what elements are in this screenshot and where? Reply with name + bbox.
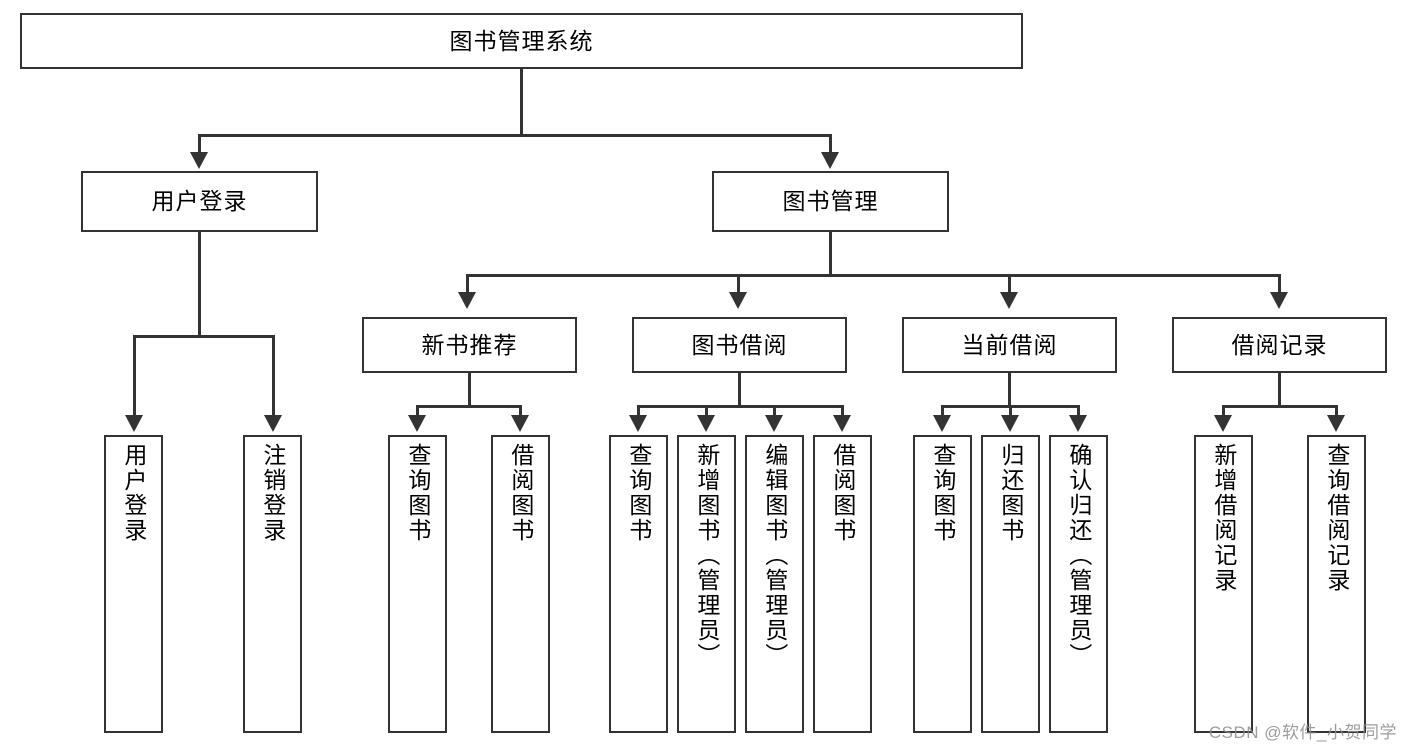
arrowhead-leaf-add-record [1214, 415, 1232, 432]
node-leaf-query-book-3-label: 查询图书 [929, 443, 956, 543]
node-book-borrow-label: 图书借阅 [691, 331, 788, 358]
node-leaf-query-record[interactable]: 查询借阅记录 [1307, 435, 1366, 733]
node-leaf-logout-login-label: 注销登录 [259, 443, 286, 543]
node-leaf-return-book-label: 归还图书 [997, 443, 1024, 543]
node-new-book-recommend[interactable]: 新书推荐 [362, 317, 577, 373]
connector-nbr-drop-1 [416, 405, 419, 417]
connector-br-drop-2 [1335, 405, 1338, 417]
node-current-borrow[interactable]: 当前借阅 [902, 317, 1117, 373]
connector-bm-drop-new-book [466, 274, 469, 294]
node-leaf-edit-book-label: 编辑图书（管理员） [761, 443, 788, 668]
connector-cb-drop-3 [1077, 405, 1080, 417]
node-borrow-record-label: 借阅记录 [1231, 331, 1328, 358]
connector-user-login-drop-1 [133, 335, 136, 417]
node-root-label: 图书管理系统 [449, 27, 594, 54]
connector-br-bus [1222, 405, 1337, 408]
connector-br-stem [1278, 373, 1281, 407]
connector-br-drop-1 [1222, 405, 1225, 417]
connector-root-drop-user-login [198, 134, 201, 154]
node-leaf-borrow-book-1-label: 借阅图书 [507, 443, 534, 543]
arrowhead-leaf-query-record [1327, 415, 1345, 432]
node-leaf-borrow-book-2-label: 借阅图书 [829, 443, 856, 543]
arrowhead-leaf-borrow-book-1 [511, 415, 529, 432]
node-leaf-query-record-label: 查询借阅记录 [1323, 443, 1350, 593]
connector-bb-drop-4 [841, 405, 844, 417]
arrowhead-borrow-record [1270, 292, 1288, 309]
arrowhead-leaf-user-login [125, 415, 143, 432]
node-leaf-confirm-return[interactable]: 确认归还（管理员） [1049, 435, 1108, 733]
node-user-login-label: 用户登录 [151, 188, 248, 215]
node-leaf-add-book-label: 新增图书（管理员） [693, 443, 720, 668]
node-root[interactable]: 图书管理系统 [20, 13, 1023, 69]
connector-book-manage-stem [829, 232, 832, 276]
connector-user-login-stem [198, 232, 201, 337]
node-leaf-user-login-label: 用户登录 [120, 443, 147, 543]
connector-root-bus [198, 134, 832, 137]
arrowhead-leaf-edit-book [765, 415, 783, 432]
connector-root-drop-book-manage [829, 134, 832, 154]
node-leaf-add-book[interactable]: 新增图书（管理员） [677, 435, 736, 733]
node-leaf-query-book-2[interactable]: 查询图书 [609, 435, 668, 733]
node-leaf-query-book-1-label: 查询图书 [404, 443, 431, 543]
arrowhead-leaf-add-book [697, 415, 715, 432]
arrowhead-leaf-borrow-book-2 [833, 415, 851, 432]
node-leaf-borrow-book-1[interactable]: 借阅图书 [491, 435, 550, 733]
arrowhead-user-login [190, 152, 208, 169]
node-leaf-confirm-return-label: 确认归还（管理员） [1065, 443, 1092, 668]
arrowhead-new-book-recommend [458, 292, 476, 309]
connector-user-login-drop-2 [272, 335, 275, 417]
arrowhead-leaf-logout-login [264, 415, 282, 432]
node-leaf-return-book[interactable]: 归还图书 [981, 435, 1040, 733]
node-leaf-logout-login[interactable]: 注销登录 [243, 435, 302, 733]
node-leaf-query-book-3[interactable]: 查询图书 [913, 435, 972, 733]
node-user-login[interactable]: 用户登录 [81, 171, 318, 232]
node-leaf-query-book-2-label: 查询图书 [625, 443, 652, 543]
node-current-borrow-label: 当前借阅 [961, 331, 1058, 358]
node-new-book-recommend-label: 新书推荐 [421, 331, 518, 358]
connector-bb-drop-2 [705, 405, 708, 417]
connector-nbr-drop-2 [519, 405, 522, 417]
connector-cb-drop-2 [1009, 405, 1012, 417]
connector-book-manage-bus [466, 274, 1281, 277]
connector-nbr-stem [468, 373, 471, 407]
connector-root-stem [520, 69, 523, 136]
node-book-manage[interactable]: 图书管理 [712, 171, 949, 232]
arrowhead-book-borrow [729, 292, 747, 309]
connector-bm-drop-current-borrow [1008, 274, 1011, 294]
node-leaf-edit-book[interactable]: 编辑图书（管理员） [745, 435, 804, 733]
node-book-borrow[interactable]: 图书借阅 [632, 317, 847, 373]
node-leaf-user-login[interactable]: 用户登录 [104, 435, 163, 733]
connector-bm-drop-book-borrow [737, 274, 740, 294]
connector-bb-drop-1 [637, 405, 640, 417]
node-leaf-add-record[interactable]: 新增借阅记录 [1194, 435, 1253, 733]
connector-cb-stem [1008, 373, 1011, 407]
connector-user-login-bus [133, 335, 275, 338]
node-borrow-record[interactable]: 借阅记录 [1172, 317, 1387, 373]
arrowhead-leaf-query-book-3 [933, 415, 951, 432]
arrowhead-leaf-confirm-return [1069, 415, 1087, 432]
connector-bb-drop-3 [773, 405, 776, 417]
node-leaf-query-book-1[interactable]: 查询图书 [388, 435, 447, 733]
node-leaf-add-record-label: 新增借阅记录 [1210, 443, 1237, 593]
connector-cb-drop-1 [941, 405, 944, 417]
arrowhead-leaf-return-book [1001, 415, 1019, 432]
arrowhead-leaf-query-book-1 [408, 415, 426, 432]
arrowhead-current-borrow [1000, 292, 1018, 309]
connector-bb-bus [637, 405, 843, 408]
node-leaf-borrow-book-2[interactable]: 借阅图书 [813, 435, 872, 733]
arrowhead-leaf-query-book-2 [629, 415, 647, 432]
connector-bm-drop-borrow-record [1278, 274, 1281, 294]
node-book-manage-label: 图书管理 [782, 188, 879, 215]
connector-nbr-bus [416, 405, 521, 408]
connector-bb-stem [738, 373, 741, 407]
arrowhead-book-manage [821, 152, 839, 169]
